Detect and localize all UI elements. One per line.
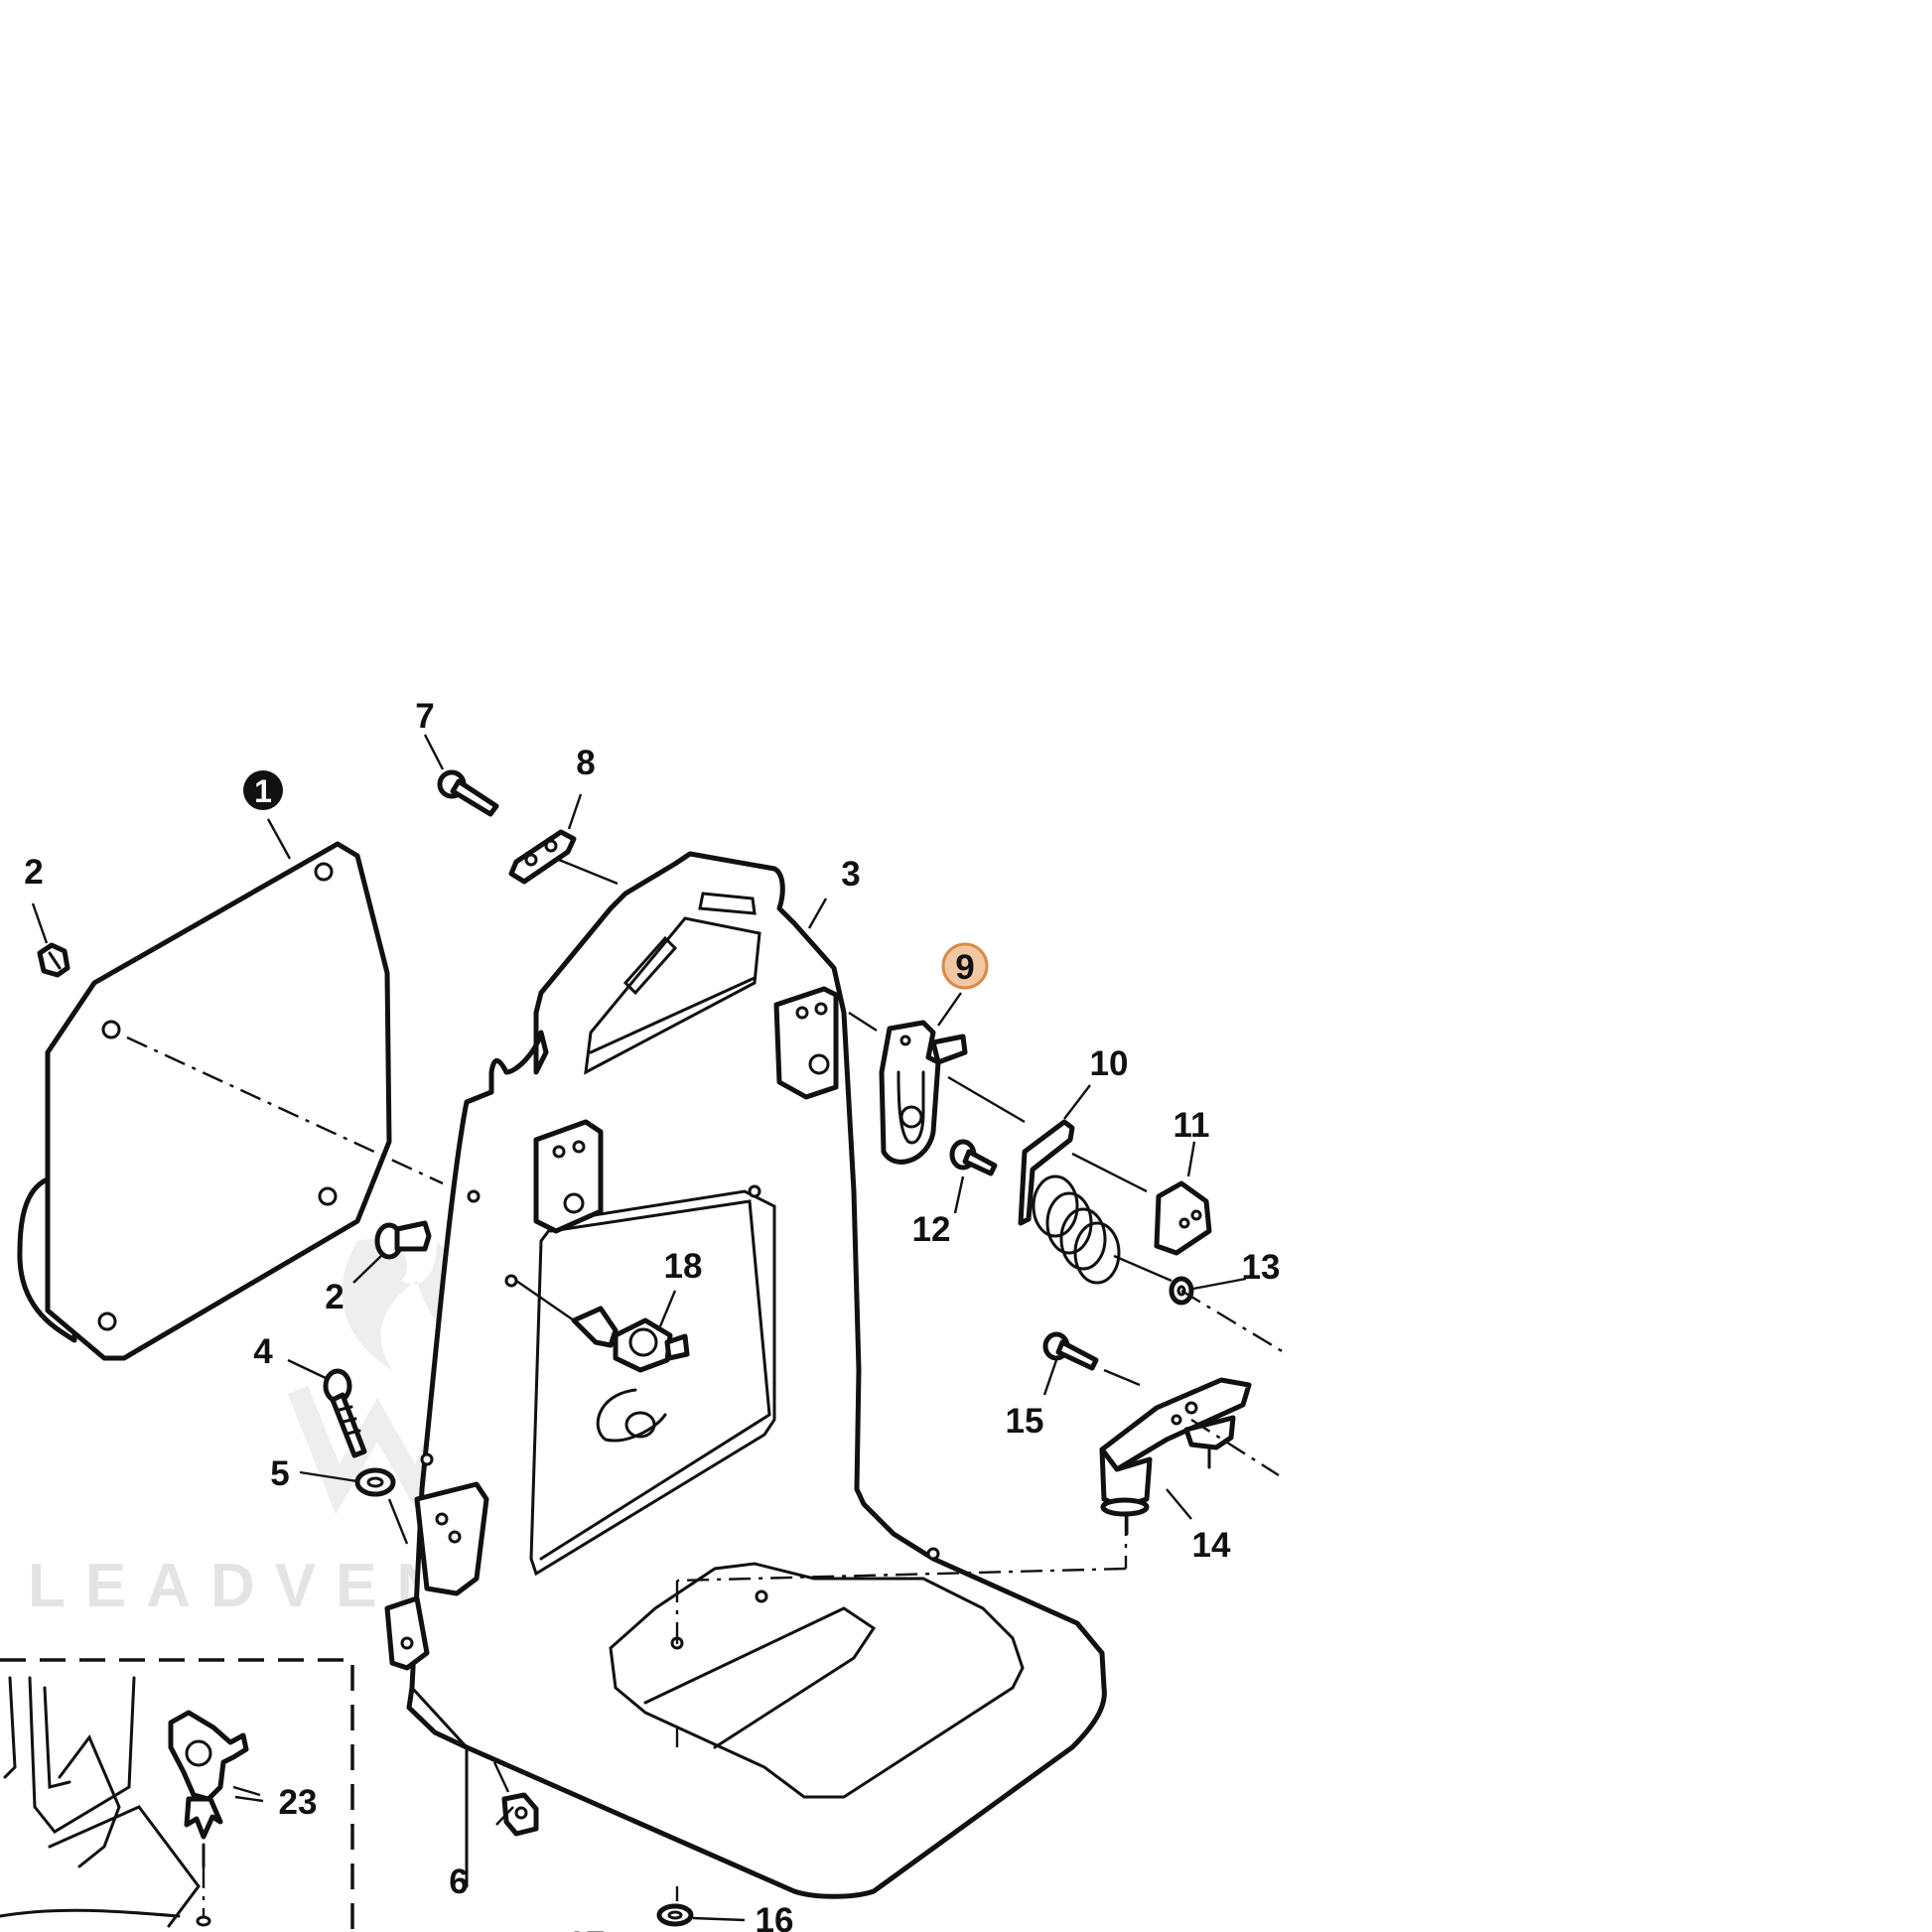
- part-9-latch-bracket[interactable]: [879, 1020, 968, 1165]
- callout-1[interactable]: 1: [243, 770, 283, 810]
- part-5-washer[interactable]: [354, 1467, 396, 1497]
- part-2-rivet-a[interactable]: [37, 942, 70, 978]
- part-13-washer[interactable]: [1169, 1276, 1194, 1306]
- part-4-bolt[interactable]: [323, 1368, 367, 1458]
- alignment-lines: [126, 1035, 1290, 1916]
- part-6-nut[interactable]: [501, 1792, 539, 1837]
- callout-2b[interactable]: 2: [325, 1278, 344, 1316]
- callout-1-label: 1: [254, 773, 272, 809]
- part-16-washer[interactable]: [656, 1903, 694, 1927]
- part-8-plate[interactable]: [508, 829, 577, 885]
- part-10-spring[interactable]: [1018, 1119, 1121, 1285]
- callout-9: 9: [955, 948, 974, 987]
- callout-18[interactable]: 18: [664, 1247, 703, 1286]
- part-2-rivet-b[interactable]: [374, 1220, 432, 1260]
- part-14-mount[interactable]: [1099, 1377, 1252, 1536]
- callout-11[interactable]: 11: [1173, 1106, 1210, 1145]
- part-15-screw[interactable]: [1042, 1331, 1099, 1371]
- callout-5[interactable]: 5: [270, 1454, 289, 1493]
- callout-9-highlighted[interactable]: 9: [941, 942, 989, 990]
- part-18-cable-clip[interactable]: [571, 1306, 690, 1443]
- callout-13[interactable]: 13: [1242, 1248, 1281, 1287]
- inset-detail-box: [0, 1658, 354, 1932]
- part-11-clip[interactable]: [1154, 1180, 1212, 1256]
- callouts: 1 2 2 3 4 5 6 7 8 9 10 11 12 13 14 15 16…: [24, 697, 1280, 1932]
- callout-9-highlight: [941, 942, 989, 990]
- callout-6[interactable]: 6: [449, 1863, 468, 1901]
- part-7-screw[interactable]: [437, 769, 499, 817]
- callout-7[interactable]: 7: [415, 697, 434, 736]
- callout-23[interactable]: 23: [279, 1783, 318, 1822]
- part-1-cover-panel[interactable]: [17, 841, 392, 1361]
- callout-12[interactable]: 12: [912, 1210, 951, 1249]
- callout-3[interactable]: 3: [841, 855, 860, 894]
- callout-16[interactable]: 16: [756, 1901, 794, 1932]
- callout-15[interactable]: 15: [1006, 1402, 1044, 1441]
- callout-4[interactable]: 4: [253, 1332, 273, 1371]
- callout-10[interactable]: 10: [1090, 1044, 1129, 1083]
- callout-8[interactable]: 8: [576, 744, 595, 782]
- part-3-backpack-frame[interactable]: [384, 851, 1107, 1899]
- callout-14[interactable]: 14: [1192, 1526, 1231, 1565]
- leader-lines: [31, 734, 1247, 1922]
- part-23-push-clip[interactable]: [168, 1710, 249, 1927]
- part-12-screw[interactable]: [949, 1139, 998, 1176]
- callout-2a[interactable]: 2: [24, 853, 43, 892]
- callout-17[interactable]: 17: [567, 1925, 606, 1932]
